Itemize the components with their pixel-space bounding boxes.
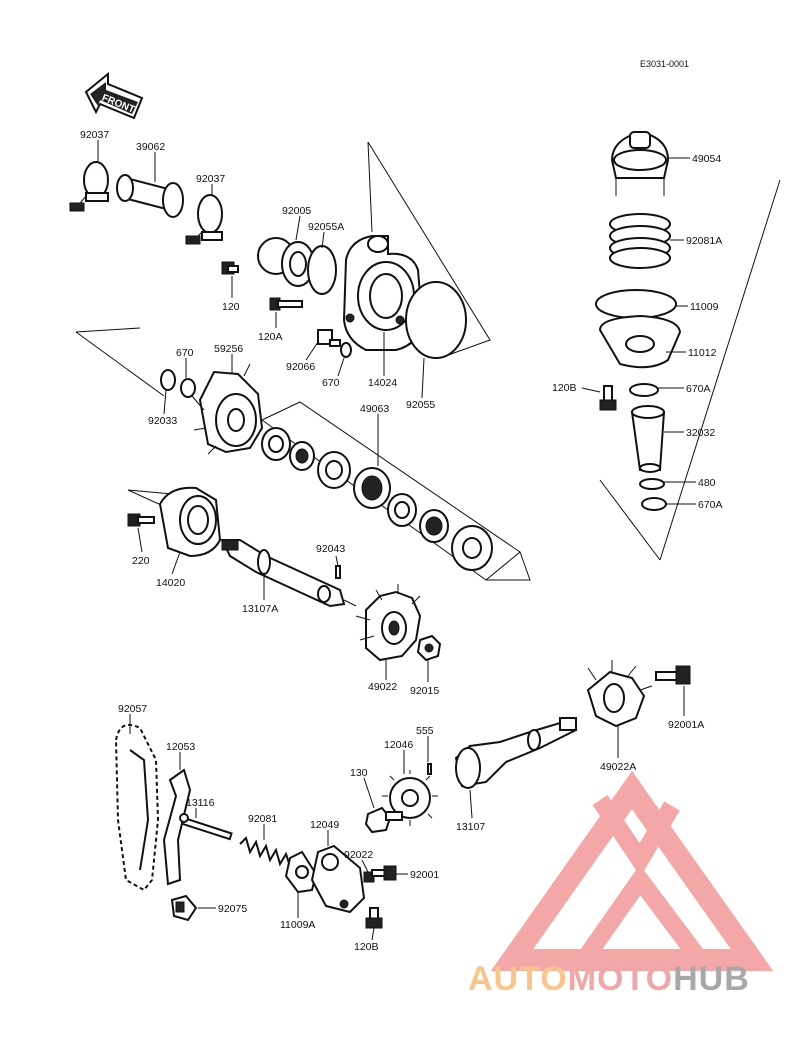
pump-outlet-fitting — [257, 237, 315, 287]
tensioner-body-12049 — [310, 844, 366, 914]
logo-text-auto: AUTO — [468, 960, 568, 998]
bolt-120B — [599, 385, 617, 411]
part-label-11009: 11009 — [690, 301, 719, 313]
pivot-pin-13116 — [179, 813, 233, 841]
part-label-13116: 13116 — [186, 797, 215, 809]
watermark-logo — [490, 770, 774, 971]
part-label-92081A: 92081A — [686, 235, 722, 247]
part-label-49063: 49063 — [360, 403, 389, 415]
diagram-reference: E3031-0001 — [640, 59, 689, 69]
bolt-92001 — [371, 865, 397, 881]
part-label-92001: 92001 — [410, 869, 439, 881]
pin-92043 — [335, 565, 341, 579]
bolt-92001A — [655, 665, 691, 685]
bolt-120B-lower — [365, 907, 383, 929]
part-label-14024: 14024 — [368, 377, 397, 389]
o-ring-92055A — [307, 245, 337, 295]
part-label-32032: 32032 — [686, 427, 715, 439]
part-label-49022: 49022 — [368, 681, 397, 693]
bevel-gear-49022 — [355, 584, 422, 662]
pin-555 — [427, 763, 432, 775]
o-ring-670A-upper — [629, 383, 659, 397]
part-label-670-a: 670 — [176, 347, 194, 359]
part-label-49054: 49054 — [692, 153, 721, 165]
part-label-14020: 14020 — [156, 577, 185, 589]
part-label-59256: 59256 — [214, 343, 243, 355]
part-label-670A-upper: 670A — [686, 383, 711, 395]
front-arrow-icon: FRONT — [84, 71, 144, 120]
watermark-logo-text: AUTOMOTOHUB — [468, 960, 798, 999]
gasket-11009A — [284, 850, 318, 894]
part-label-120B: 120B — [552, 382, 577, 394]
part-label-92043: 92043 — [316, 543, 345, 555]
part-label-120B-lower: 120B — [354, 941, 379, 953]
part-label-92015: 92015 — [410, 685, 439, 697]
washer-670-a — [180, 378, 196, 398]
water-pump-housing — [342, 235, 424, 351]
bolt-220 — [127, 513, 155, 527]
impeller-59256 — [191, 363, 264, 455]
part-label-13107A: 13107A — [242, 603, 278, 615]
part-label-11012: 11012 — [688, 347, 717, 359]
part-label-92022: 92022 — [344, 849, 373, 861]
bevel-gear-49022A — [586, 660, 653, 728]
part-label-92066: 92066 — [286, 361, 315, 373]
part-label-92001A: 92001A — [668, 719, 704, 731]
bolt-92066 — [317, 329, 341, 347]
pump-shaft-13107A — [220, 539, 357, 608]
part-label-130: 130 — [350, 767, 368, 779]
sprocket-12046 — [382, 770, 438, 826]
part-label-11009A: 11009A — [280, 919, 315, 931]
part-label-39062: 39062 — [136, 141, 165, 153]
thermostat-housing-11012 — [598, 314, 682, 369]
o-ring-670A-lower — [641, 497, 667, 511]
bolt-130 — [364, 806, 403, 834]
water-hose — [116, 174, 184, 218]
hose-clamp-left — [69, 161, 109, 212]
seal-kit-49063 — [261, 401, 521, 581]
part-label-92033: 92033 — [148, 415, 177, 427]
part-label-49022A: 49022A — [600, 761, 636, 773]
o-ring-92055 — [405, 281, 467, 359]
washer-670 — [340, 342, 352, 358]
drive-chain-92057 — [114, 724, 160, 892]
tensioner-plug-92075 — [170, 894, 198, 922]
part-label-12046: 12046 — [384, 739, 413, 751]
part-label-92005: 92005 — [282, 205, 311, 217]
part-label-92037-b: 92037 — [196, 173, 225, 185]
part-label-13107: 13107 — [456, 821, 485, 833]
thermostat-cover-49054 — [610, 130, 670, 196]
part-label-92037-a: 92037 — [80, 129, 109, 141]
part-label-92057: 92057 — [118, 703, 147, 715]
part-label-12053: 12053 — [166, 741, 195, 753]
bolt-120 — [221, 261, 239, 275]
drive-shaft-13107 — [454, 717, 578, 789]
snap-ring-92033 — [160, 369, 176, 391]
part-label-555: 555 — [416, 725, 434, 737]
pump-body-14020 — [158, 486, 222, 558]
hose-clamp-right — [185, 194, 223, 245]
thermostat-spring-92081A — [609, 213, 671, 269]
part-label-92075: 92075 — [218, 903, 247, 915]
part-label-92055A: 92055A — [308, 221, 344, 233]
part-label-12049: 12049 — [310, 819, 339, 831]
part-label-480: 480 — [698, 477, 716, 489]
water-pipe-32032 — [630, 405, 666, 473]
logo-text-hub: HUB — [673, 960, 750, 998]
nut-92015 — [416, 634, 442, 662]
part-label-220: 220 — [132, 555, 150, 567]
gasket-11009 — [595, 289, 677, 319]
logo-text-moto: MOTO — [567, 960, 674, 998]
part-label-670A-lower: 670A — [698, 499, 723, 511]
part-label-670-b: 670 — [322, 377, 340, 389]
part-label-92081: 92081 — [248, 813, 277, 825]
bolt-120A — [269, 297, 303, 311]
part-label-120A: 120A — [258, 331, 283, 343]
spring-92081 — [239, 836, 291, 867]
part-label-92055: 92055 — [406, 399, 435, 411]
clip-480 — [639, 478, 665, 490]
part-label-120: 120 — [222, 301, 240, 313]
chain-guide-12053 — [162, 768, 192, 886]
